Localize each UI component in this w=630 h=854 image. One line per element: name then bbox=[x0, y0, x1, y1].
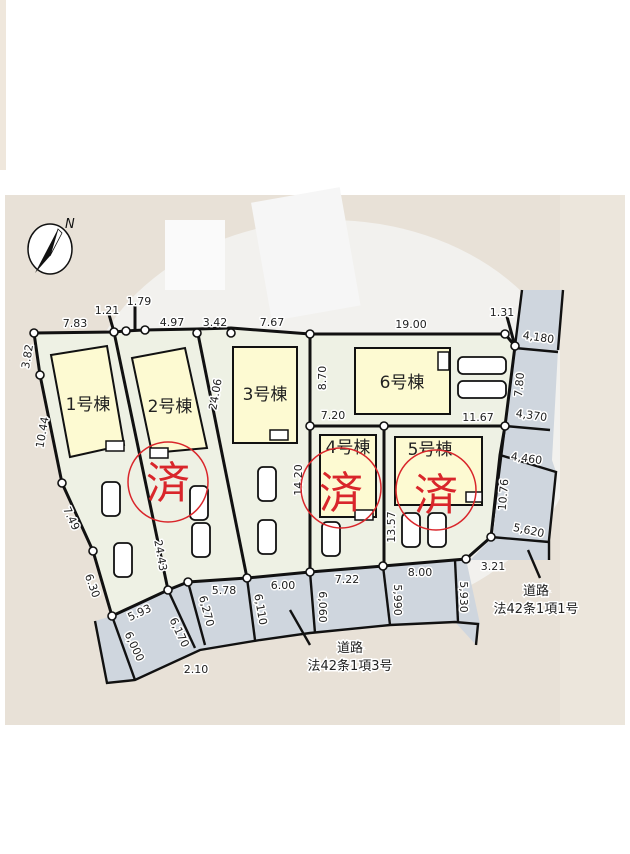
road-south-label: 道路 法42条1項3号 bbox=[306, 639, 394, 676]
dimension-label: 7.20 bbox=[321, 409, 346, 422]
house-2[interactable]: 2号棟 bbox=[130, 346, 209, 455]
road-edges bbox=[93, 289, 565, 685]
dimension-label: 11.67 bbox=[462, 411, 494, 424]
dimension-label: 5.78 bbox=[212, 584, 237, 597]
dimension-label: 10.76 bbox=[496, 478, 512, 511]
north-compass-icon: N bbox=[27, 217, 75, 275]
dimension-label: 7.22 bbox=[335, 573, 360, 586]
dimension-label: 道路 bbox=[523, 583, 549, 599]
dimension-label: 1.31 bbox=[490, 306, 515, 319]
house-6[interactable]: 6号棟 bbox=[354, 347, 451, 415]
dimension-label: 3.82 bbox=[19, 343, 36, 369]
house-1[interactable]: 1号棟 bbox=[49, 344, 126, 459]
house-2-label: 2号棟 bbox=[148, 397, 193, 417]
road-east bbox=[470, 290, 563, 560]
dimension-label: 済 bbox=[414, 470, 458, 521]
sold-stamp-house-4: 済 bbox=[300, 447, 382, 529]
dimension-label: 済 bbox=[146, 458, 190, 509]
dimension-label: 道路 bbox=[337, 640, 363, 656]
dimension-label: 1.79 bbox=[127, 295, 152, 308]
dimension-label: 8.00 bbox=[408, 566, 433, 579]
sold-stamp-house-5: 済 bbox=[395, 449, 477, 531]
dimension-label: 4,370 bbox=[515, 407, 548, 424]
dimension-label: 3.21 bbox=[481, 560, 506, 573]
dimension-label: 1.21 bbox=[95, 304, 120, 317]
dimension-label: 7.67 bbox=[260, 316, 285, 329]
dimension-label: 13.57 bbox=[385, 511, 398, 543]
dimension-label: 4,180 bbox=[522, 329, 555, 346]
dimension-label: 7.80 bbox=[512, 372, 527, 398]
sold-stamp-house-2: 済 bbox=[127, 441, 209, 523]
dimension-label: 6,060 bbox=[316, 591, 329, 623]
dimension-label: 19.00 bbox=[395, 318, 427, 331]
dimension-label: 5,990 bbox=[391, 584, 404, 616]
dimension-label: 8.70 bbox=[316, 366, 329, 391]
lot-dividers bbox=[106, 303, 517, 591]
house-1-label: 1号棟 bbox=[66, 395, 111, 415]
dimension-label: 4,460 bbox=[510, 450, 543, 467]
dimension-label: 14.20 bbox=[292, 464, 305, 496]
north-label: N bbox=[65, 217, 75, 232]
dimension-label: 5,930 bbox=[457, 581, 470, 613]
road-east-label: 道路 法42条1項1号 bbox=[492, 582, 580, 619]
dimension-label: 法42条1項1号 bbox=[493, 601, 578, 617]
dimension-label: 4.97 bbox=[160, 316, 185, 329]
dimension-label: 2.10 bbox=[184, 663, 209, 676]
house-3[interactable]: 3号棟 bbox=[232, 346, 298, 444]
car-icons bbox=[101, 356, 507, 578]
house-6-label: 6号棟 bbox=[380, 373, 425, 393]
dimension-label: 7.83 bbox=[63, 317, 88, 330]
dimension-label: 3.42 bbox=[203, 316, 228, 329]
dimension-label: 済 bbox=[319, 468, 363, 519]
boundary-markers bbox=[29, 325, 520, 621]
dimension-label: 6.00 bbox=[271, 579, 296, 592]
dimension-label: 法42条1項3号 bbox=[307, 658, 392, 674]
house-3-label: 3号棟 bbox=[243, 385, 288, 405]
